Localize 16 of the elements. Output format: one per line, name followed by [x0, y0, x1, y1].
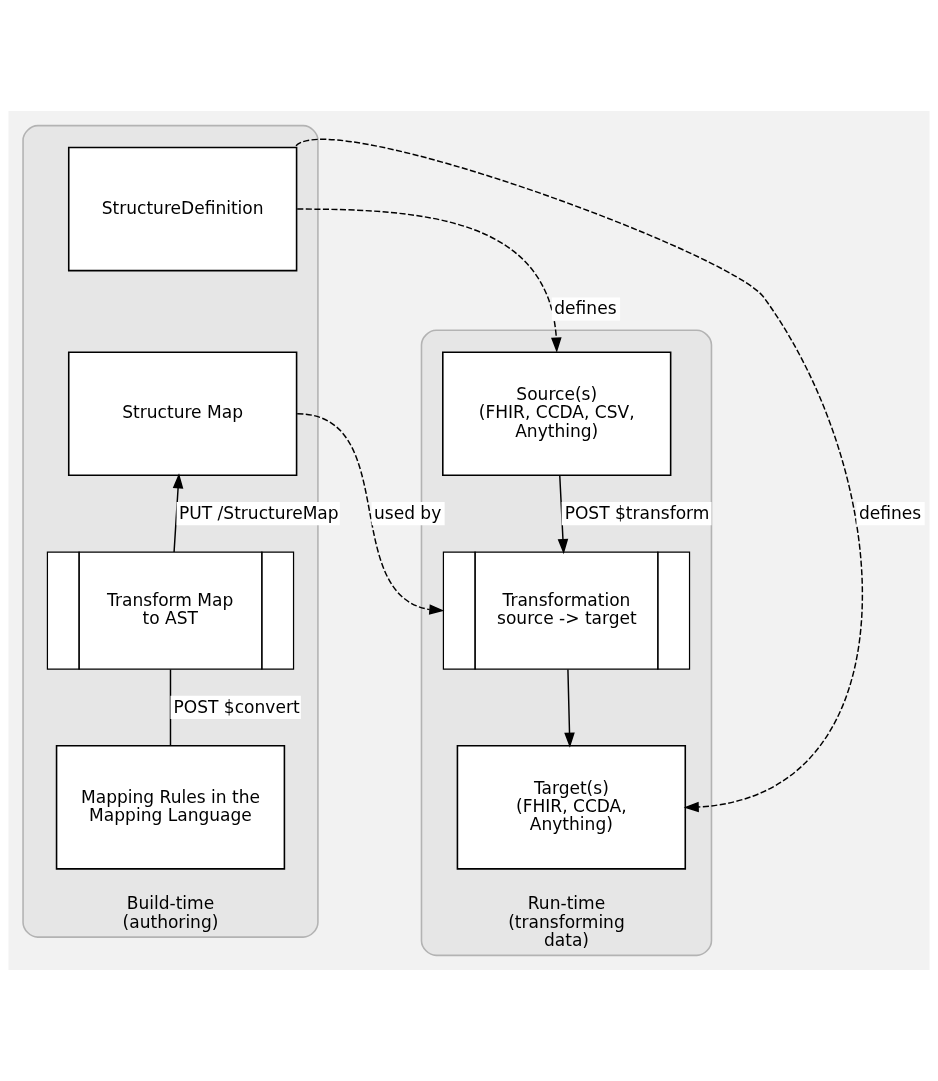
edge-label: POST $convert: [173, 696, 300, 717]
edge-label: defines: [858, 502, 922, 523]
edge-label: PUT /StructureMap: [179, 502, 339, 523]
node-box: Target(s) (FHIR, CCDA, Anything): [456, 745, 687, 870]
arrow: [296, 208, 562, 353]
node-box: Mapping Rules in the Mapping Language: [55, 745, 286, 870]
node-box: Source(s) (FHIR, CCDA, CSV, Anything): [442, 351, 672, 477]
node-box: Structure Map: [67, 351, 298, 477]
arrow: [564, 668, 575, 748]
arrow: [295, 139, 863, 813]
arrow: [172, 473, 184, 553]
edge-label: POST $transform: [564, 502, 710, 523]
node-box: StructureDefinition: [67, 146, 298, 272]
arrow: [557, 474, 569, 555]
edge-label: used by: [373, 502, 442, 523]
edge-label: defines: [554, 298, 617, 319]
